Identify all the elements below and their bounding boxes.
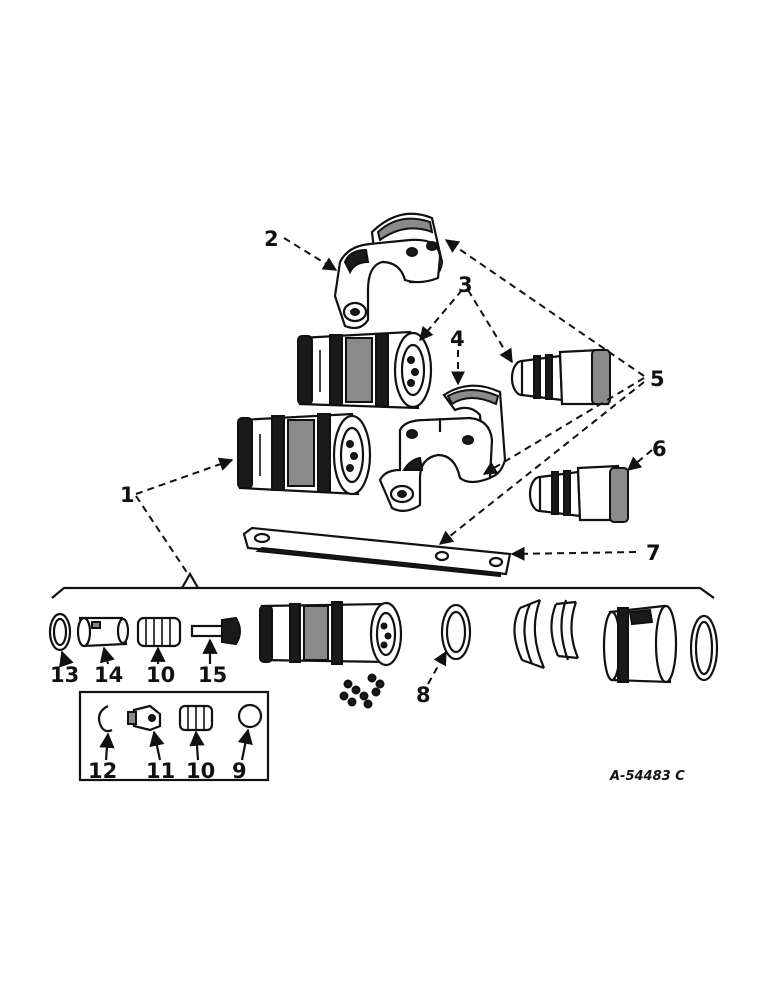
inset-box [78, 690, 270, 782]
drawing-reference-number: A-54483 C [609, 769, 685, 784]
callout-10-upper: 10 [146, 663, 175, 687]
seal-ring-part [689, 614, 719, 682]
spring-10-lower-part [178, 704, 214, 732]
callout-7: 7 [646, 541, 661, 565]
callout-6: 6 [652, 437, 667, 461]
callout-10-lower: 10 [186, 759, 215, 783]
spring-10-upper-part [136, 616, 182, 648]
o-ring-13-part [48, 612, 72, 652]
retainer-clip-12-part [97, 705, 113, 733]
coupler-body-lower-part [237, 412, 372, 496]
outer-sleeve-part [602, 604, 678, 684]
poppet-15-part [190, 616, 241, 646]
callout-15: 15 [198, 663, 227, 687]
callout-4: 4 [450, 327, 465, 351]
leader-lines [59, 237, 653, 761]
callout-13: 13 [50, 663, 79, 687]
coupler-body-detail-part [259, 601, 403, 667]
callout-5: 5 [650, 367, 665, 391]
callout-11: 11 [146, 759, 175, 783]
clamp-upper-half-part [333, 212, 444, 330]
locking-balls-part [339, 673, 385, 709]
bracket-peak [181, 571, 199, 589]
callout-2: 2 [264, 227, 279, 251]
large-springs-part [513, 598, 580, 670]
sleeve-14-part [76, 616, 130, 648]
valve-body-11-part [127, 704, 162, 732]
male-tip-lower-part [528, 464, 629, 523]
mounting-bar-part [242, 526, 512, 578]
callout-9: 9 [232, 759, 247, 783]
callout-3: 3 [458, 273, 473, 297]
ball-9-part [237, 703, 263, 729]
coupler-body-upper-part [297, 330, 433, 410]
callout-1: 1 [120, 483, 135, 507]
assembly-bracket-line [51, 586, 715, 599]
callout-8: 8 [416, 683, 431, 707]
male-tip-upper-part [510, 348, 611, 406]
callout-14: 14 [94, 663, 123, 687]
callout-12: 12 [88, 759, 117, 783]
snap-ring-8-part [440, 603, 472, 661]
